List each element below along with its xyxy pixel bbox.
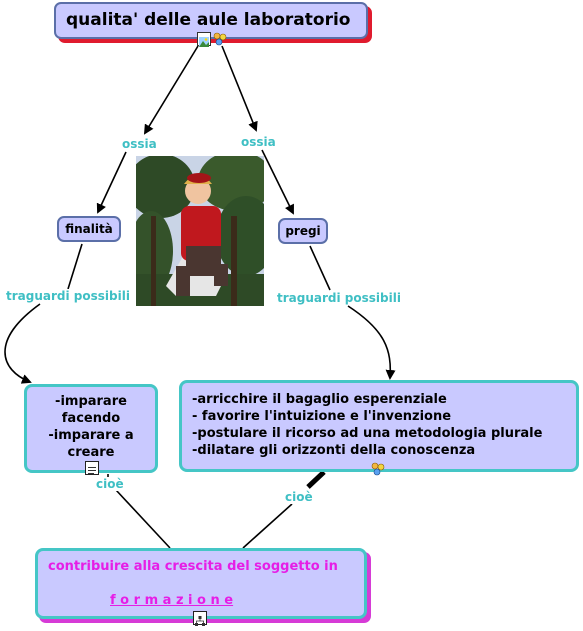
line-finalita-traguardi bbox=[67, 243, 83, 290]
imparare-line-4: creare bbox=[67, 445, 115, 460]
imparare-line-2: facendo bbox=[61, 411, 121, 426]
line-pregi-traguardi bbox=[309, 245, 331, 291]
line-title-ossia-left bbox=[143, 45, 199, 135]
concept-map-icon[interactable] bbox=[212, 31, 227, 46]
contribuire-node[interactable]: contribuire alla crescita del soggetto i… bbox=[35, 548, 367, 619]
arricchire-line-2: - favorire l'intuizione e l'invenzione bbox=[192, 409, 452, 424]
line-ossia-pregi bbox=[261, 149, 294, 215]
document-icon[interactable] bbox=[85, 461, 99, 475]
curve-traguardi-arricchire bbox=[347, 305, 396, 380]
title-node[interactable]: qualita' delle aule laboratorio bbox=[54, 2, 368, 39]
pregi-text: pregi bbox=[285, 224, 321, 238]
finalita-text: finalità bbox=[65, 222, 113, 236]
sitemap-icon[interactable] bbox=[193, 611, 207, 626]
line-ossia-finalita bbox=[96, 151, 127, 214]
link-label-cioe-left: cioè bbox=[95, 477, 125, 491]
finalita-node[interactable]: finalità bbox=[57, 216, 121, 242]
arricchire-line-3: -postulare il ricorso ad una metodologia… bbox=[192, 426, 543, 441]
image-icon[interactable] bbox=[197, 32, 211, 47]
formazione-link[interactable]: f o r m a z i o n e bbox=[110, 593, 234, 608]
link-label-cioe-right: cioè bbox=[284, 490, 314, 504]
arricchire-node[interactable]: -arricchire il bagaglio esperenziale - f… bbox=[179, 380, 579, 472]
link-label-ossia-left: ossia bbox=[121, 137, 158, 151]
link-label-ossia-right: ossia bbox=[240, 135, 277, 149]
pregi-node[interactable]: pregi bbox=[278, 218, 328, 244]
line-title-ossia-right bbox=[221, 45, 258, 132]
link-label-traguardi-left: traguardi possibili bbox=[5, 289, 131, 303]
curve-traguardi-imparare bbox=[4, 303, 41, 384]
arricchire-line-4: -dilatare gli orizzonti della conoscenza bbox=[192, 443, 476, 458]
concept-map-icon-2[interactable] bbox=[370, 461, 385, 476]
line-cioe-contribuire-left bbox=[115, 489, 171, 549]
imparare-node[interactable]: -imparare facendo -imparare a creare bbox=[24, 384, 158, 473]
contribuire-text: contribuire alla crescita del soggetto i… bbox=[48, 559, 338, 574]
imparare-line-3: -imparare a bbox=[48, 428, 134, 443]
line-arricchire-cioe bbox=[306, 470, 326, 489]
link-label-traguardi-right: traguardi possibili bbox=[276, 291, 402, 305]
arricchire-line-1: -arricchire il bagaglio esperenziale bbox=[192, 392, 447, 407]
title-text: qualita' delle aule laboratorio bbox=[66, 10, 351, 30]
painting-boy-image bbox=[136, 156, 264, 306]
line-cioe-contribuire-right bbox=[242, 503, 293, 549]
imparare-line-1: -imparare bbox=[55, 394, 127, 409]
